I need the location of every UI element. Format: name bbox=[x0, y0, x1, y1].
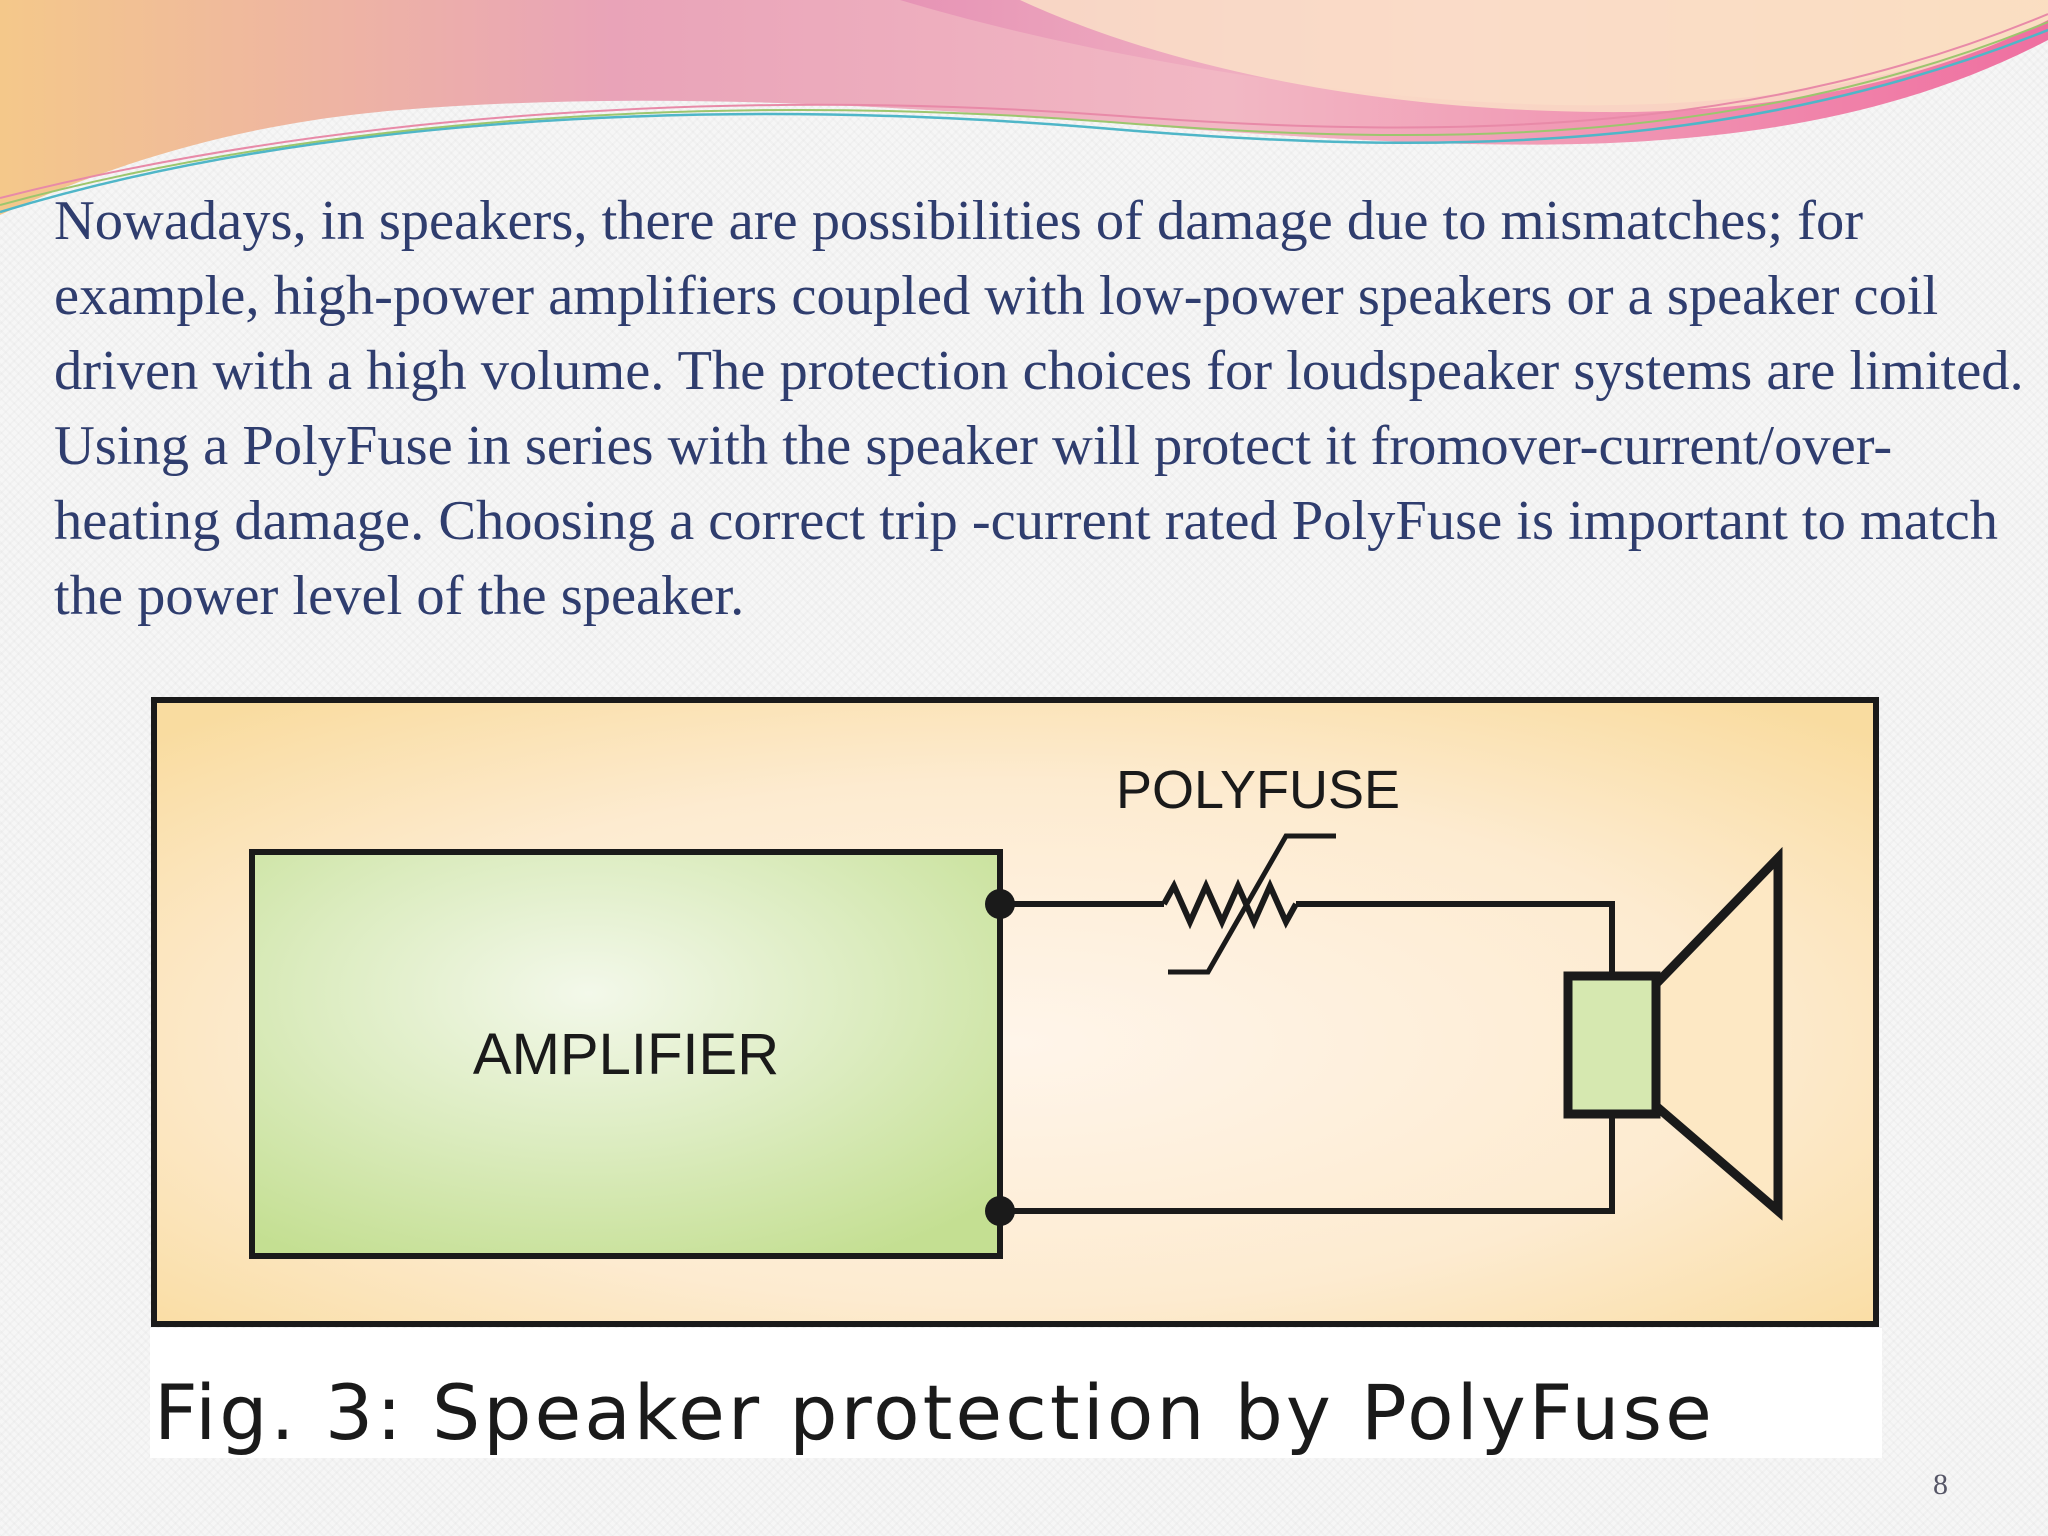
header-wave-decoration bbox=[0, 0, 2048, 215]
polyfuse-circuit-diagram: AMPLIFIER POLYFUSE bbox=[150, 697, 1882, 1454]
amplifier-label: AMPLIFIER bbox=[473, 1022, 779, 1087]
wire-bottom bbox=[1000, 1114, 1615, 1214]
slide-body-text: Nowadays, in speakers, there are possibi… bbox=[54, 190, 2024, 627]
wire-top-to-speaker bbox=[1296, 901, 1615, 976]
slide-page-number: 8 bbox=[1933, 1468, 1948, 1501]
figure-caption: Fig. 3: Speaker protection by PolyFuse bbox=[150, 1368, 1882, 1458]
speaker-coil bbox=[1563, 971, 1661, 1119]
polyfuse-label: POLYFUSE bbox=[1116, 760, 1400, 820]
speaker-cone bbox=[1651, 846, 1783, 1221]
polyfuse-resistor-symbol bbox=[1161, 878, 1299, 930]
polyfuse-thermal-slash bbox=[1168, 833, 1336, 975]
amplifier-block bbox=[249, 849, 1003, 1259]
